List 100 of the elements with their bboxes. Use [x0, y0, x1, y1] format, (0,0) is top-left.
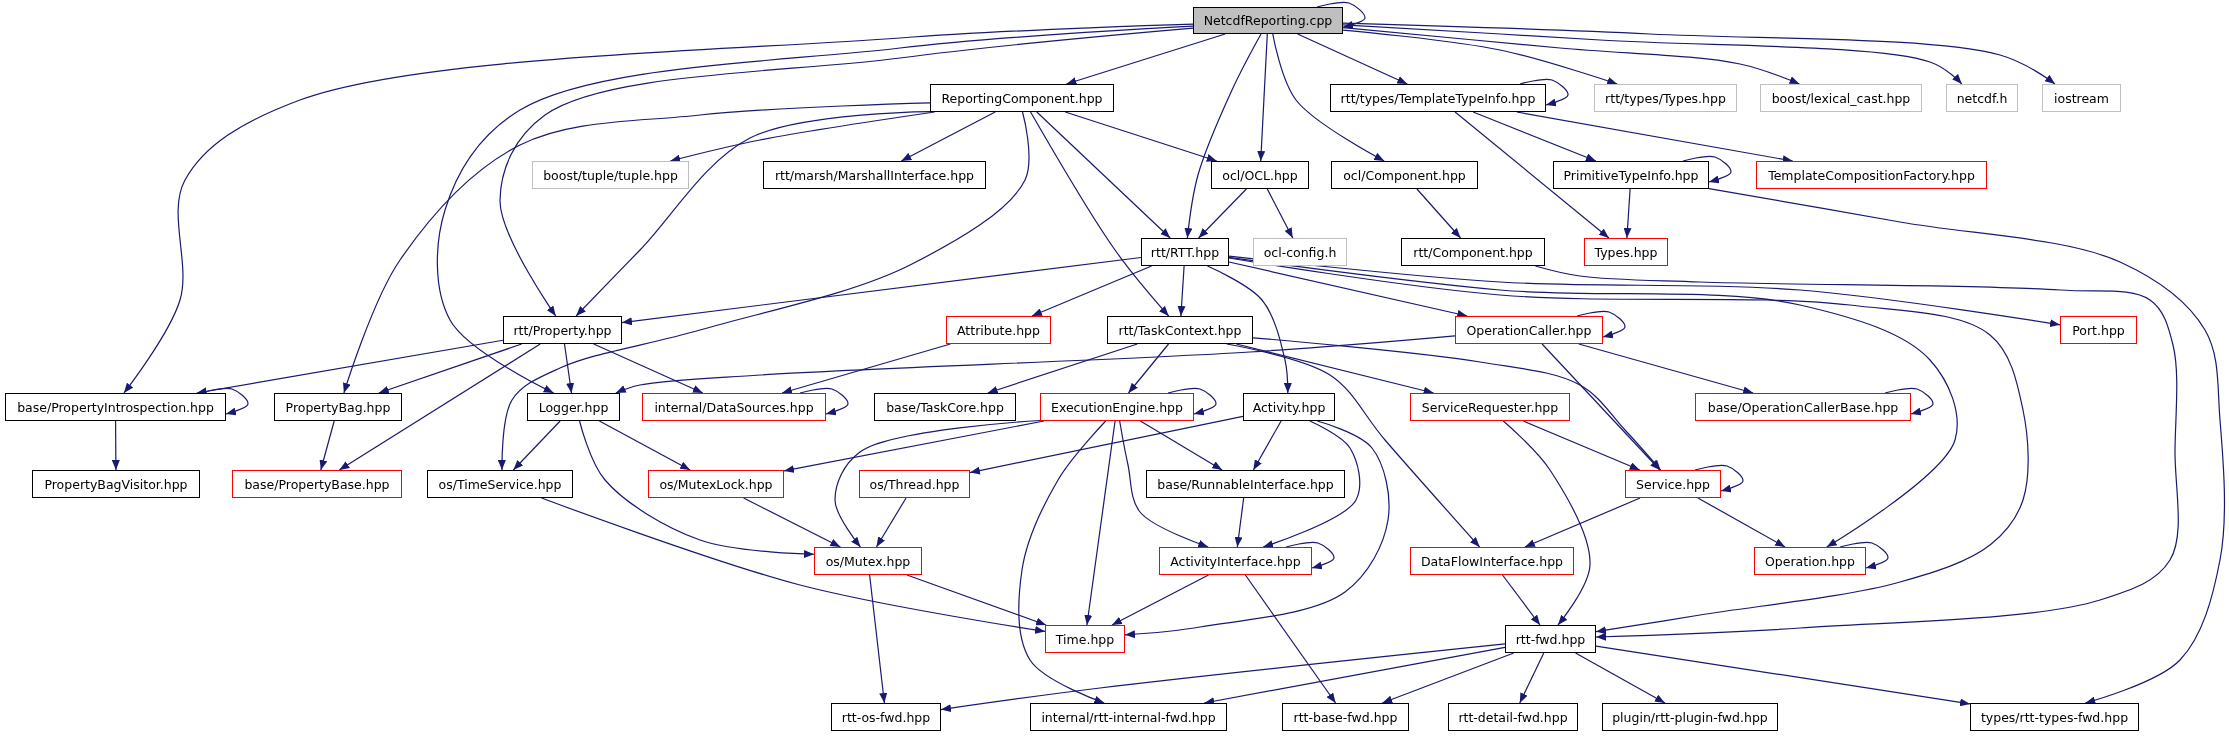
include-arrow	[338, 343, 541, 471]
include-arrow	[781, 343, 951, 395]
include-arrow	[1111, 574, 1210, 626]
include-arrow	[1342, 22, 2056, 85]
include-arrow	[1234, 497, 1245, 548]
header-file-node	[1505, 625, 1596, 653]
file-name: rtt-base-fwd.hpp	[1293, 709, 1398, 725]
include-arrow	[1342, 24, 1963, 85]
include-arrow	[1031, 265, 1153, 317]
header-file-node	[2060, 316, 2137, 344]
include-arrow	[834, 419, 1041, 548]
file-name: ocl/OCL.hpp	[1222, 167, 1298, 183]
header-file-node	[1040, 393, 1194, 421]
file-name: rtt/types/TemplateTypeInfo.hpp	[1340, 90, 1536, 106]
include-arrow	[111, 420, 120, 471]
include-arrow	[1578, 343, 1754, 395]
include-arrow	[1018, 420, 1107, 704]
header-file-node	[1211, 161, 1309, 189]
include-arrow	[578, 420, 815, 558]
include-arrow	[1226, 343, 1481, 548]
file-name: os/TimeService.hpp	[438, 476, 562, 492]
include-arrow	[743, 497, 841, 548]
include-arrow	[1501, 574, 1541, 626]
file-name: plugin/rtt-plugin-fwd.hpp	[1612, 709, 1768, 725]
header-file-node	[814, 547, 922, 575]
file-name: netcdf.h	[1956, 90, 2008, 106]
file-name: base/RunnableInterface.hpp	[1157, 476, 1334, 492]
header-file-node	[1030, 703, 1227, 731]
header-file-node	[1330, 84, 1546, 112]
header-file-node	[1553, 161, 1709, 189]
include-arrow	[1381, 652, 1515, 704]
file-name: Activity.hpp	[1252, 399, 1326, 415]
header-file-node	[642, 393, 826, 421]
header-file-node	[1594, 84, 1737, 112]
header-file-node	[232, 470, 402, 498]
file-name: internal/rtt-internal-fwd.hpp	[1041, 709, 1216, 725]
include-arrow	[1574, 652, 1666, 704]
include-arrow	[1708, 188, 2226, 705]
file-name: Time.hpp	[1055, 631, 1115, 647]
include-arrow	[987, 343, 1138, 394]
file-name: rtt-detail-fwd.hpp	[1458, 709, 1568, 725]
file-name: NetcdfReporting.cpp	[1203, 13, 1333, 28]
header-file-node	[1253, 238, 1347, 266]
header-file-node	[1401, 238, 1545, 266]
header-file-node	[1410, 547, 1574, 575]
self-loop-arrow	[1167, 387, 1217, 416]
self-loop-arrow	[1519, 78, 1569, 107]
header-file-node	[2042, 84, 2121, 112]
header-file-node	[831, 703, 941, 731]
header-file-node	[1448, 703, 1578, 731]
include-arrow	[541, 497, 1046, 634]
file-name: Operation.hpp	[1765, 553, 1855, 569]
header-file-node	[859, 470, 970, 498]
file-name: rtt/types/Types.hpp	[1605, 90, 1726, 106]
include-arrow	[123, 23, 1194, 394]
file-name: PropertyBag.hpp	[285, 399, 391, 415]
include-arrow	[1235, 343, 1435, 395]
header-file-node	[1760, 84, 1922, 112]
include-arrow	[1124, 420, 1390, 639]
file-name: rtt-os-fwd.hpp	[841, 709, 931, 725]
file-name: boost/lexical_cast.hpp	[1771, 90, 1911, 106]
include-arrow	[1595, 645, 1971, 707]
include-arrow	[621, 256, 1142, 326]
self-loop-arrow	[1285, 541, 1335, 570]
file-name: base/PropertyBase.hpp	[244, 476, 390, 492]
include-arrow	[875, 497, 907, 548]
file-name: ReportingComponent.hpp	[941, 90, 1103, 106]
header-file-node	[1946, 84, 2018, 112]
file-name: OperationCaller.hpp	[1466, 322, 1592, 338]
header-file-node	[5, 393, 226, 421]
include-arrow	[969, 415, 1244, 475]
file-name: rtt/TaskContext.hpp	[1118, 322, 1242, 338]
header-file-node	[1754, 547, 1866, 575]
include-arrow	[1297, 33, 1408, 85]
header-file-node	[1141, 238, 1229, 266]
header-file-node	[503, 316, 622, 344]
include-arrow	[1064, 111, 1218, 162]
header-file-node	[1107, 316, 1253, 344]
header-file-node	[1455, 316, 1603, 344]
header-file-node	[1146, 470, 1345, 498]
file-name: ocl/Component.hpp	[1343, 167, 1466, 183]
include-arrow	[1228, 256, 1958, 548]
header-file-node	[527, 393, 620, 421]
header-file-node	[1331, 161, 1478, 189]
file-name: DataFlowInterface.hpp	[1420, 553, 1564, 569]
include-arrow	[1252, 420, 1282, 471]
header-file-node	[1410, 393, 1570, 421]
include-arrow	[1228, 257, 2029, 635]
include-arrow	[1084, 420, 1116, 626]
include-arrow	[497, 111, 1030, 471]
include-arrow	[1519, 652, 1545, 704]
file-name: Service.hpp	[1636, 476, 1710, 492]
file-name: PropertyBagVisitor.hpp	[44, 476, 188, 492]
header-file-node	[946, 316, 1051, 344]
include-arrow	[1524, 497, 1641, 548]
file-name: ExecutionEngine.hpp	[1051, 399, 1183, 415]
include-arrow	[1502, 420, 1591, 626]
include-arrow	[1534, 265, 2179, 641]
file-name: ServiceRequester.hpp	[1421, 399, 1559, 415]
file-name: base/OperationCallerBase.hpp	[1707, 399, 1899, 415]
